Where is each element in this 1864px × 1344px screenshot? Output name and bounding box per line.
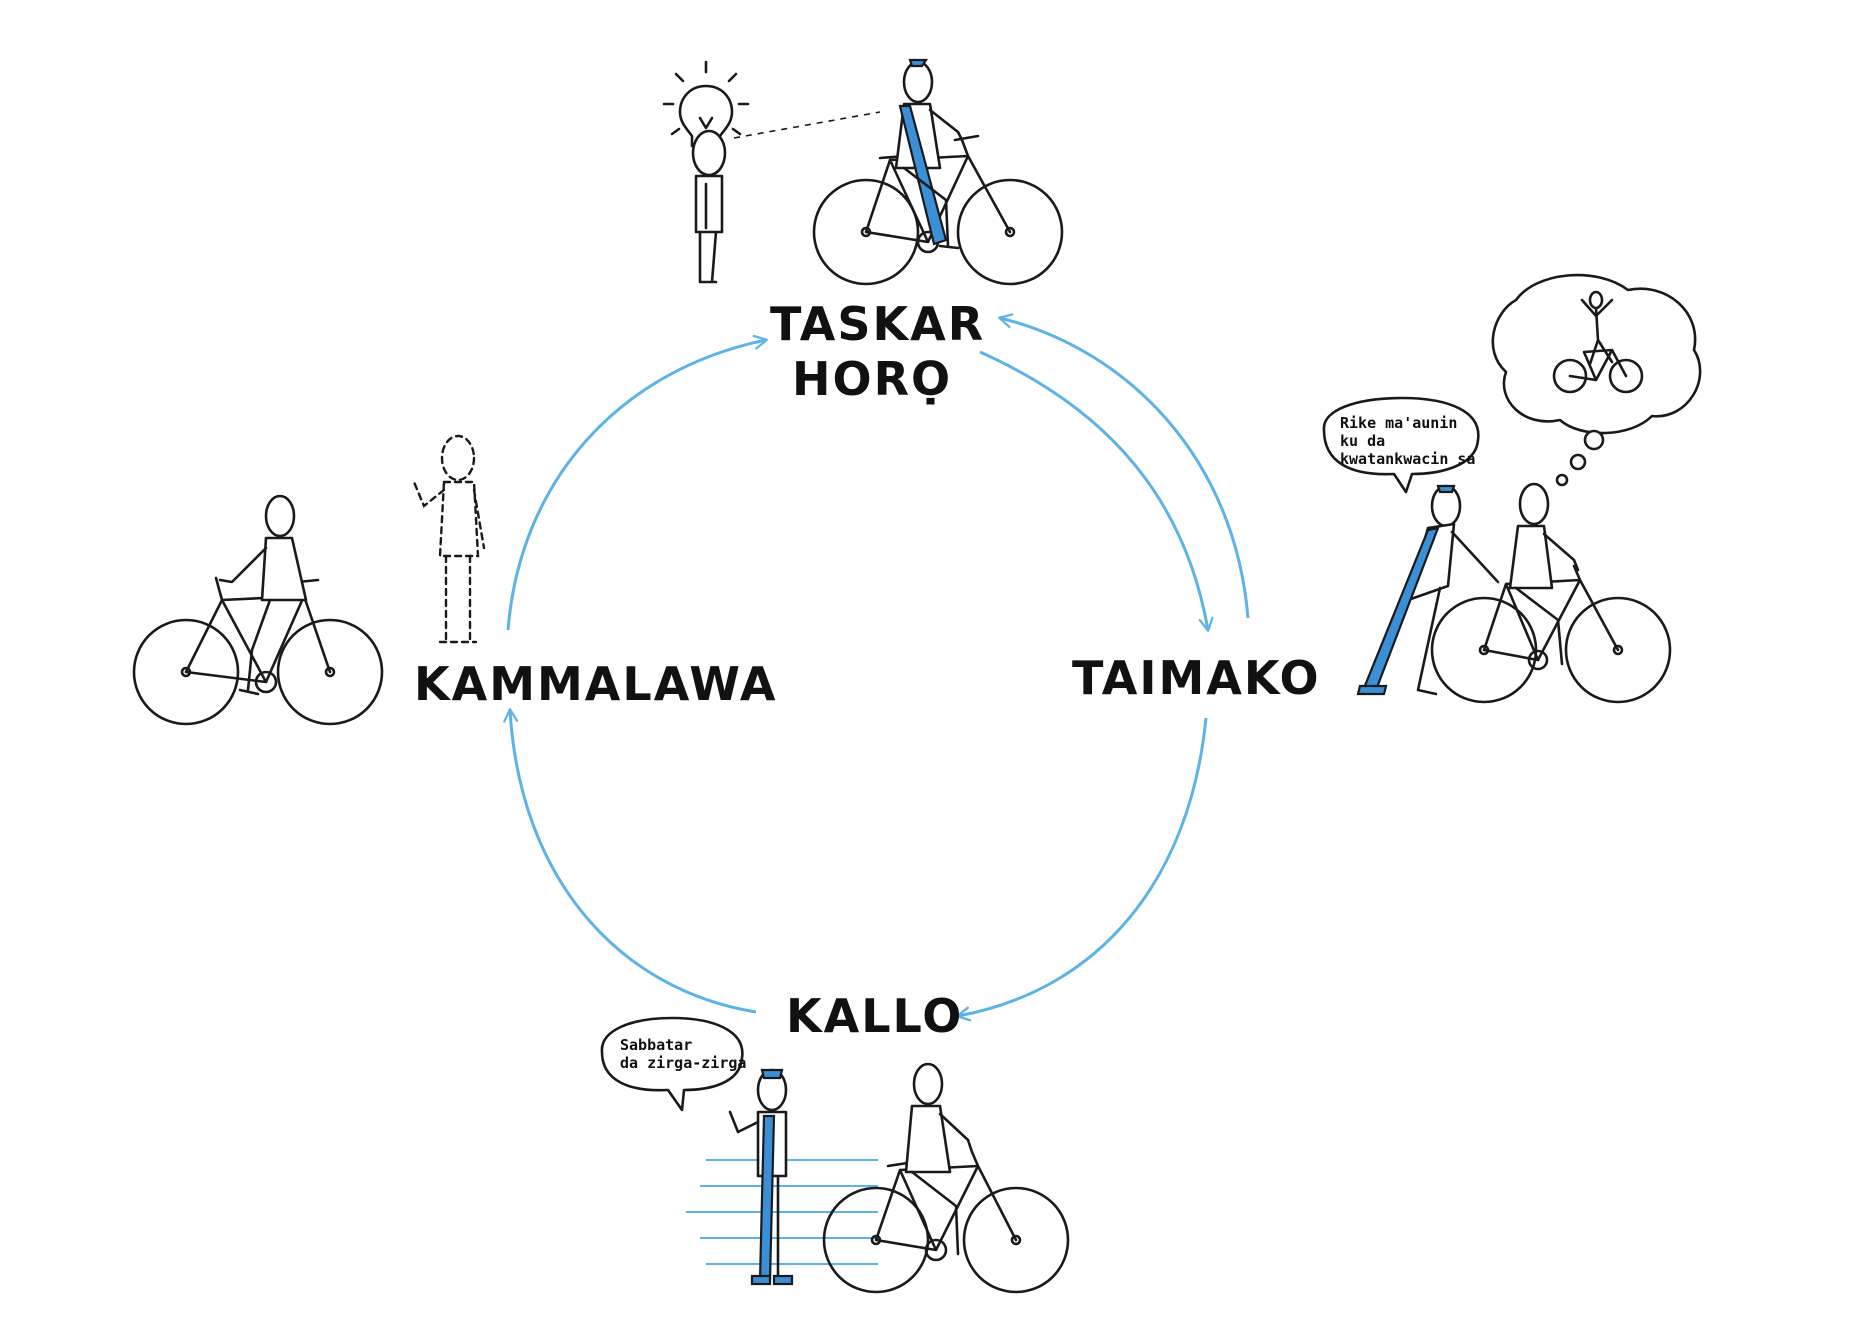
bicycle-taskar-horo — [812, 134, 1064, 286]
arrow-taimako-to-taskar-horo — [998, 313, 1250, 619]
bubble-taimako-line2: ku da — [1340, 432, 1385, 450]
illustration-taimako: Rike ma'aunin ku da kwatankwacin sa — [1322, 273, 1702, 704]
illustration-kallo: Sabbatar da zirga-zirga — [600, 1016, 1070, 1294]
bicycle-taimako — [1430, 564, 1672, 704]
stage-label-taskar-horo-line2: HORỌ — [792, 352, 952, 406]
stage-label-taskar-horo-line1: TASKAR — [770, 297, 985, 351]
arrow-taskar-horo-to-taimako — [979, 350, 1214, 632]
bicycle-kammalawa — [132, 576, 384, 726]
stage-label-taimako: TAIMAKO — [1072, 651, 1321, 705]
arrow-kammalawa-to-taskar-horo — [506, 334, 768, 631]
rider-taskar-horo — [894, 58, 964, 250]
bicycle-kallo — [822, 1150, 1070, 1294]
motion-lines — [686, 1159, 878, 1265]
sightline — [733, 111, 881, 139]
speech-bubble-kallo: Sabbatar da zirga-zirga — [600, 1016, 746, 1112]
observer-kallo — [728, 1068, 794, 1286]
illustration-taskar-horo — [662, 58, 1064, 286]
arrow-kallo-to-kammalawa — [503, 708, 757, 1014]
bubble-kallo-line1: Sabbatar — [620, 1036, 692, 1054]
speech-bubble-taimako: Rike ma'aunin ku da kwatankwacin sa — [1322, 396, 1480, 494]
thought-cloud-icon — [1491, 273, 1702, 487]
illustration-kammalawa — [132, 434, 486, 726]
stage-labels: TASKAR HORỌ TAIMAKO KALLO KAMMALAWA — [414, 297, 1321, 1043]
observer-figure — [691, 129, 727, 284]
bubble-taimako-line3: kwatankwacin sa — [1340, 450, 1475, 468]
bubble-taimako-line1: Rike ma'aunin — [1340, 414, 1457, 432]
cycle-arrows — [503, 313, 1250, 1022]
rider-kammalawa — [218, 494, 308, 696]
stage-label-kallo: KALLO — [786, 989, 963, 1043]
rider-taimako — [1508, 482, 1580, 666]
fading-teacher-figure — [412, 434, 486, 644]
helper-figure — [1356, 484, 1500, 696]
stage-label-kammalawa: KAMMALAWA — [414, 657, 778, 711]
bubble-kallo-line2: da zirga-zirga — [620, 1054, 746, 1072]
rider-kallo — [904, 1062, 974, 1256]
arrow-taimako-to-kallo — [956, 717, 1208, 1022]
